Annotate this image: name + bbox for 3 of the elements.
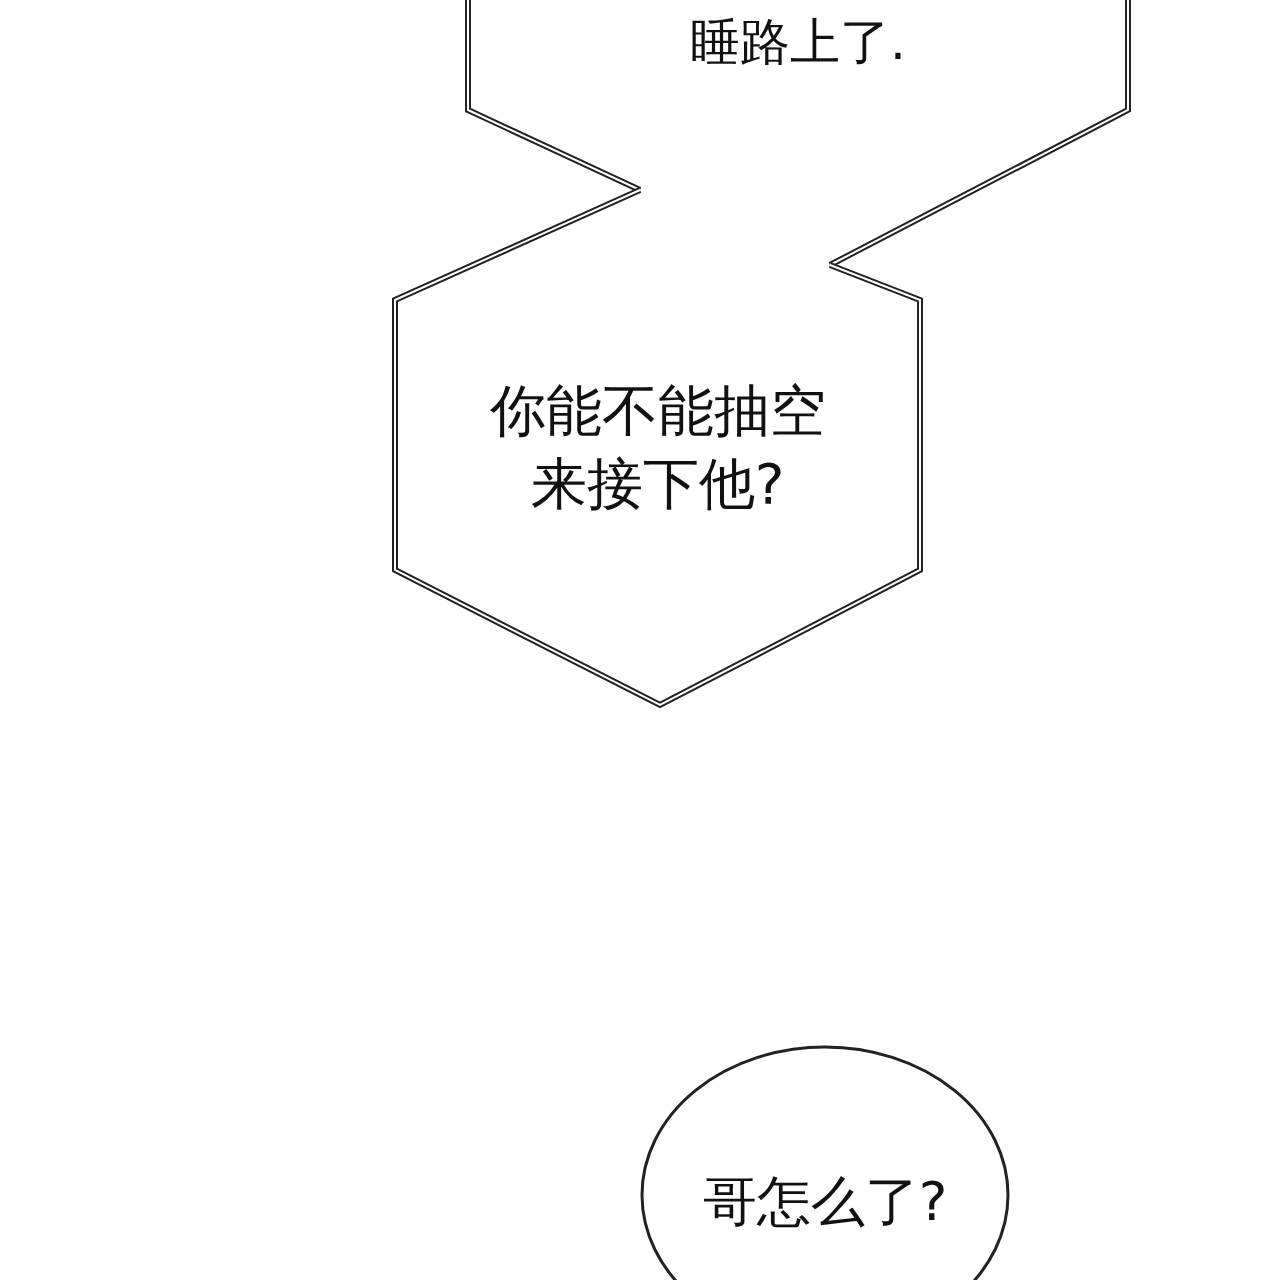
speech-text: 你能不能抽空来接下他?: [488, 376, 827, 518]
speech-text: 哥怎么了?: [701, 1169, 949, 1236]
speech-text: 睡路上了.: [689, 11, 907, 73]
